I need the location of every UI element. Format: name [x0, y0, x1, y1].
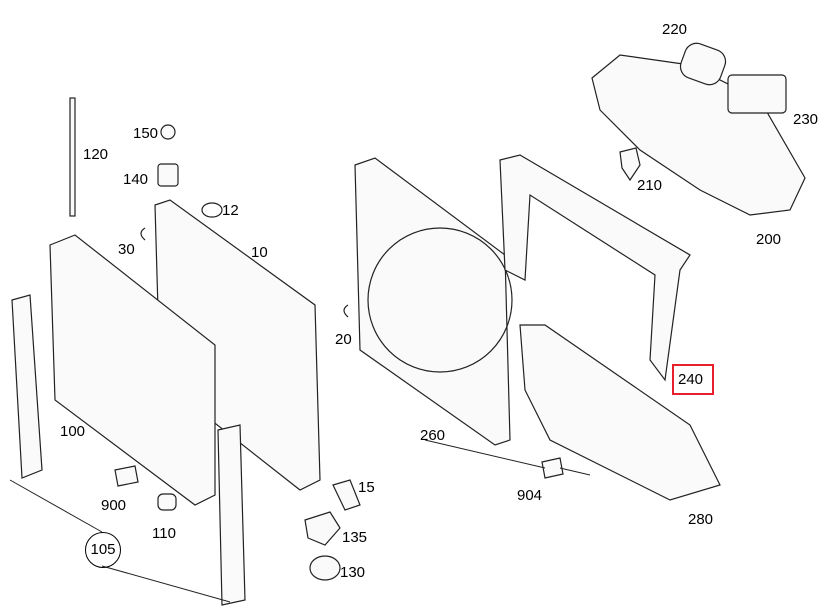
fan-shroud-260: [354, 157, 511, 446]
label-280[interactable]: 280: [688, 511, 714, 528]
label-240[interactable]: 240: [678, 371, 704, 388]
label-135[interactable]: 135: [342, 529, 368, 546]
label-230[interactable]: 230: [793, 111, 819, 128]
part-15: [332, 479, 361, 511]
part-140: [157, 163, 179, 187]
air-guide-240: [499, 154, 691, 382]
cover-panel-200: [591, 54, 806, 216]
side-bracket-left: [11, 294, 43, 479]
part-904: [541, 457, 564, 479]
label-130[interactable]: 130: [340, 564, 366, 581]
part-150: [160, 124, 176, 140]
leader-904: [424, 439, 546, 469]
label-900[interactable]: 900: [101, 497, 127, 514]
clip-20: [343, 304, 349, 318]
leader-105-left: [9, 479, 103, 533]
label-100[interactable]: 100: [60, 423, 86, 440]
clip-210: [619, 147, 641, 182]
leader-904b: [559, 467, 591, 476]
oring-12: [201, 202, 223, 218]
part-220: [679, 42, 727, 86]
label-12[interactable]: 12: [222, 202, 239, 219]
part-230: [727, 74, 787, 114]
air-guide-280: [519, 324, 721, 501]
label-10[interactable]: 10: [251, 244, 268, 261]
leader-105-right: [101, 565, 231, 603]
part-135: [304, 511, 341, 546]
label-30[interactable]: 30: [118, 241, 135, 258]
label-20[interactable]: 20: [335, 331, 352, 348]
label-200[interactable]: 200: [756, 231, 782, 248]
label-140[interactable]: 140: [123, 171, 149, 188]
part-130: [309, 555, 341, 581]
part-110: [157, 493, 177, 511]
label-15[interactable]: 15: [358, 479, 375, 496]
selected-part-highlight[interactable]: 240: [672, 364, 714, 395]
label-260[interactable]: 260: [420, 427, 446, 444]
label-105[interactable]: 105: [85, 532, 121, 568]
rod-120: [69, 97, 76, 217]
clip-30: [140, 227, 146, 241]
condenser-100: [49, 234, 216, 506]
label-904[interactable]: 904: [517, 487, 543, 504]
label-210[interactable]: 210: [637, 177, 663, 194]
side-bracket-right: [217, 424, 246, 606]
label-110[interactable]: 110: [152, 525, 176, 542]
label-120[interactable]: 120: [83, 146, 109, 163]
part-900: [114, 465, 139, 487]
fan-260: [367, 227, 513, 373]
label-150[interactable]: 150: [133, 125, 159, 142]
label-220[interactable]: 220: [662, 21, 688, 38]
